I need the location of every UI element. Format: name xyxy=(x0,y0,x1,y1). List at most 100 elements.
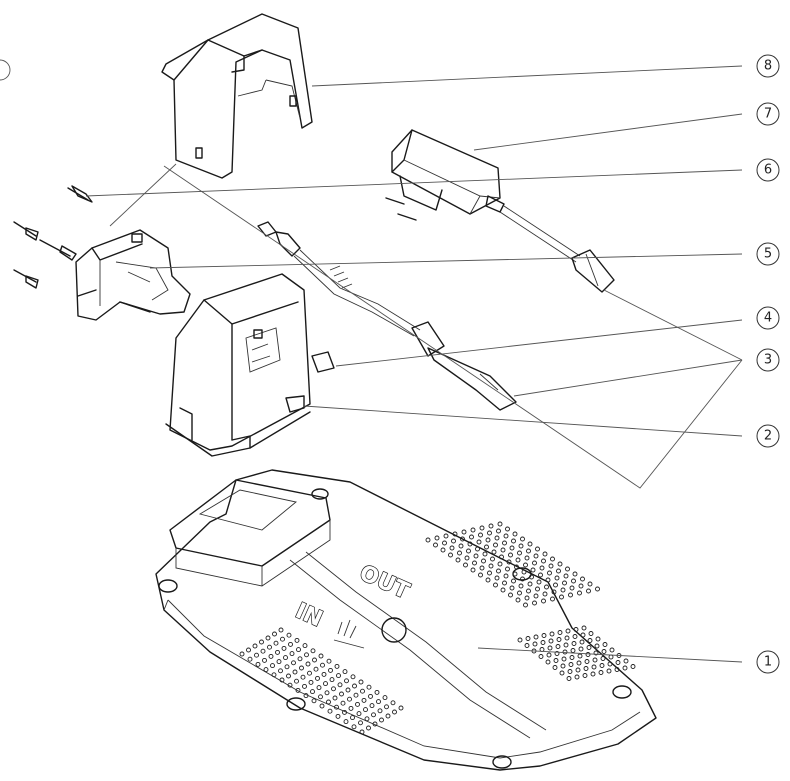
vent-hole xyxy=(379,717,384,723)
vent-hole xyxy=(440,547,446,553)
vent-hole xyxy=(602,642,608,647)
screws-part xyxy=(13,185,93,289)
vent-hole xyxy=(527,541,533,547)
vent-hole xyxy=(475,546,480,552)
vent-hole xyxy=(320,662,325,668)
callout-5: 5 xyxy=(756,242,780,266)
vent-hole xyxy=(578,646,584,652)
vent-hole xyxy=(473,553,479,559)
vent-hole xyxy=(361,697,367,703)
vent-hole xyxy=(334,663,340,669)
vent-hole xyxy=(254,652,259,658)
vent-hole xyxy=(526,588,531,594)
vent-hole xyxy=(540,640,546,645)
vent-hole xyxy=(433,542,438,548)
contact-bracket-part xyxy=(75,229,191,321)
vent-hole xyxy=(532,600,537,606)
vent-hole xyxy=(337,682,343,688)
vent-hole xyxy=(500,547,506,553)
vent-hole xyxy=(487,530,492,536)
vent-hole xyxy=(295,687,301,693)
vent-hole xyxy=(478,532,483,538)
vent-hole xyxy=(590,671,596,677)
vent-hole xyxy=(541,598,546,604)
callout-7: 7 xyxy=(756,102,780,126)
base-plate-part: OUT IN xyxy=(155,469,657,771)
callout-number: 7 xyxy=(764,107,772,122)
vent-hole xyxy=(574,674,580,680)
callout-number: 1 xyxy=(764,655,772,670)
vent-hole xyxy=(563,573,569,579)
vent-hole xyxy=(470,527,476,533)
vent-hole xyxy=(561,656,567,662)
vent-hole xyxy=(458,543,464,549)
vent-hole xyxy=(321,671,327,677)
vent-hole xyxy=(302,643,308,649)
vent-hole xyxy=(345,687,351,693)
vent-hole xyxy=(556,637,562,642)
vent-hole xyxy=(524,643,530,648)
vent-hole xyxy=(565,628,571,634)
vent-hole xyxy=(384,704,389,710)
vent-hole xyxy=(278,627,284,633)
vent-hole xyxy=(350,674,356,680)
vent-hole xyxy=(319,703,325,709)
vent-hole xyxy=(560,663,566,669)
vent-hole xyxy=(270,663,275,669)
grass-icon xyxy=(333,619,365,649)
vent-hole xyxy=(281,645,287,651)
vent-hole xyxy=(511,578,516,584)
vent-hole xyxy=(533,593,539,599)
vent-hole xyxy=(327,708,333,714)
vent-hole xyxy=(318,694,323,700)
vent-hole xyxy=(581,625,587,631)
vent-hole xyxy=(310,648,316,654)
vent-hole xyxy=(313,666,319,672)
vent-hole xyxy=(286,673,291,679)
vent-hole xyxy=(503,533,509,539)
vent-hole xyxy=(342,709,347,715)
top-cover-part xyxy=(161,13,313,179)
callout-number: 2 xyxy=(764,429,772,444)
vent-hole xyxy=(572,634,578,639)
vent-hole xyxy=(339,691,344,697)
vent-hole xyxy=(377,708,383,714)
vent-hole xyxy=(332,695,338,701)
vent-hole xyxy=(525,636,531,641)
vent-hole xyxy=(288,641,293,647)
vent-hole xyxy=(614,667,620,672)
vent-hole xyxy=(608,654,614,660)
vent-hole xyxy=(599,663,605,668)
vent-hole xyxy=(554,651,560,656)
vent-hole xyxy=(523,562,528,568)
vent-hole xyxy=(482,551,488,557)
callout-6: 6 xyxy=(756,158,780,182)
vent-hole xyxy=(260,648,266,654)
vent-hole xyxy=(299,665,304,671)
vent-hole xyxy=(576,660,582,666)
vent-hole xyxy=(497,561,503,567)
callout-3: 3 xyxy=(756,348,780,372)
vent-hole xyxy=(512,531,518,537)
vent-hole xyxy=(509,545,515,551)
vent-hole xyxy=(559,670,565,676)
vent-hole xyxy=(278,668,283,674)
vent-hole xyxy=(351,724,357,730)
vent-hole xyxy=(503,573,509,579)
vent-hole xyxy=(499,554,504,560)
vent-hole xyxy=(464,555,470,561)
vent-hole xyxy=(539,565,545,571)
vent-hole xyxy=(255,661,261,667)
vent-hole xyxy=(562,580,567,586)
vent-hole xyxy=(491,549,497,555)
vent-hole xyxy=(294,678,299,684)
vent-hole xyxy=(478,572,483,578)
vent-hole xyxy=(363,707,368,713)
vent-hole xyxy=(326,658,332,664)
callout-2: 2 xyxy=(756,424,780,448)
vent-hole xyxy=(600,656,606,661)
vent-hole xyxy=(577,653,583,659)
vent-hole xyxy=(272,631,277,637)
vent-hole xyxy=(595,586,600,592)
vent-hole xyxy=(310,689,315,695)
